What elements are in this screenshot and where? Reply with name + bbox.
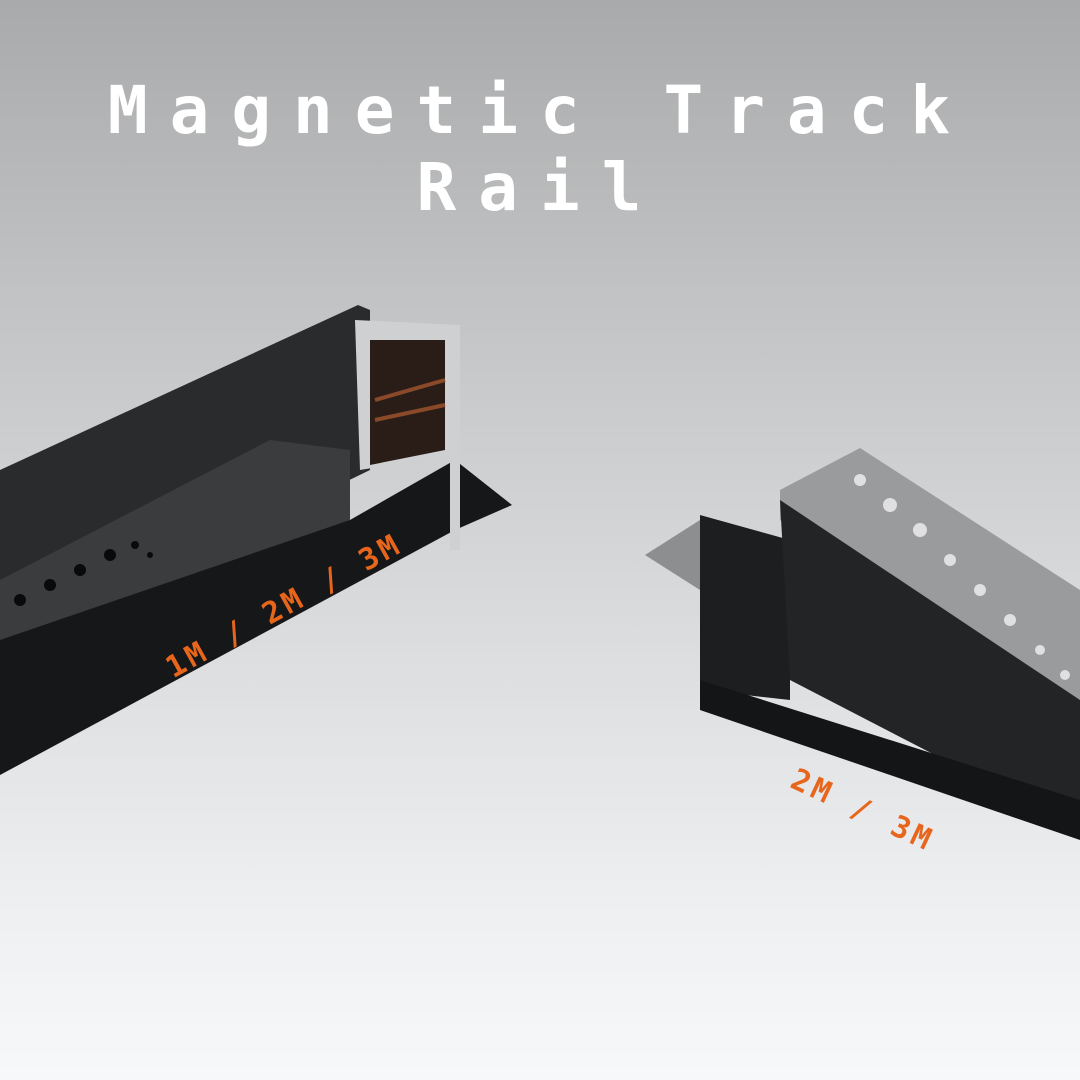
track-rail-right-image (645, 448, 1080, 840)
track-rail-left-image (0, 305, 512, 775)
page-title: Magnetic Track Rail (107, 72, 973, 226)
